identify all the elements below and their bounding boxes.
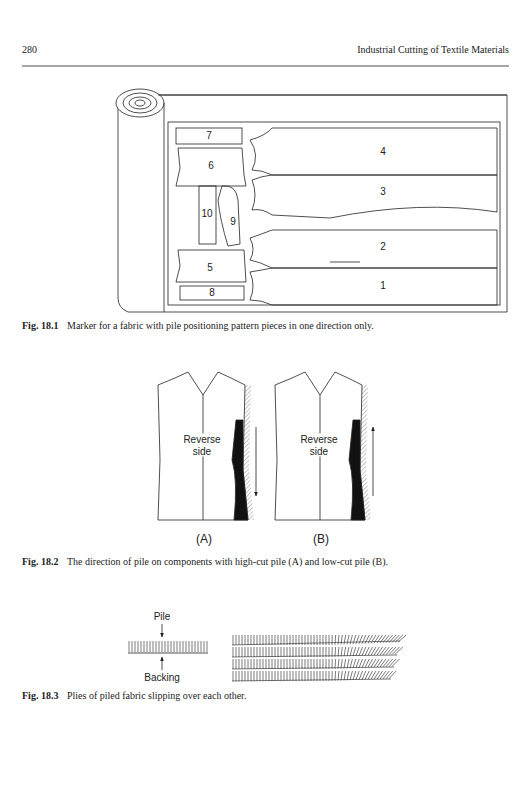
callout-number: 9 [230,216,236,228]
part-label: Reverse side [296,434,342,457]
part-label: Backing [144,672,180,684]
figure-number: Fig. 18.2 [22,556,58,568]
part-letter: (A) [196,533,212,547]
running-head: Industrial Cutting of Textile Materials [357,44,509,56]
callout-number: 2 [380,241,386,253]
callout-number: 7 [206,130,212,142]
callout-number: 6 [208,160,214,172]
figure-caption: Marker for a fabric with pile positionin… [67,320,374,332]
callout-number: 5 [207,262,213,274]
pattern-pieces [176,128,497,305]
page-number: 280 [22,44,37,56]
callout-number: 4 [380,146,386,158]
part-label: Pile [154,611,171,623]
figure-number: Fig. 18.3 [22,690,58,702]
callout-number: 10 [201,208,212,220]
part-letter: (B) [313,533,329,547]
figure-number: Fig. 18.1 [22,320,58,332]
callout-number: 8 [209,287,215,299]
garment-fronts [158,372,373,520]
figure-caption: The direction of pile on components with… [67,556,388,568]
callout-number: 3 [380,186,386,198]
part-label: Reverse side [179,434,225,457]
header-rule [22,66,509,67]
figure-caption: Plies of piled fabric slipping over each… [67,690,246,702]
callout-number: 1 [380,280,386,292]
fabric-roll [116,89,507,312]
